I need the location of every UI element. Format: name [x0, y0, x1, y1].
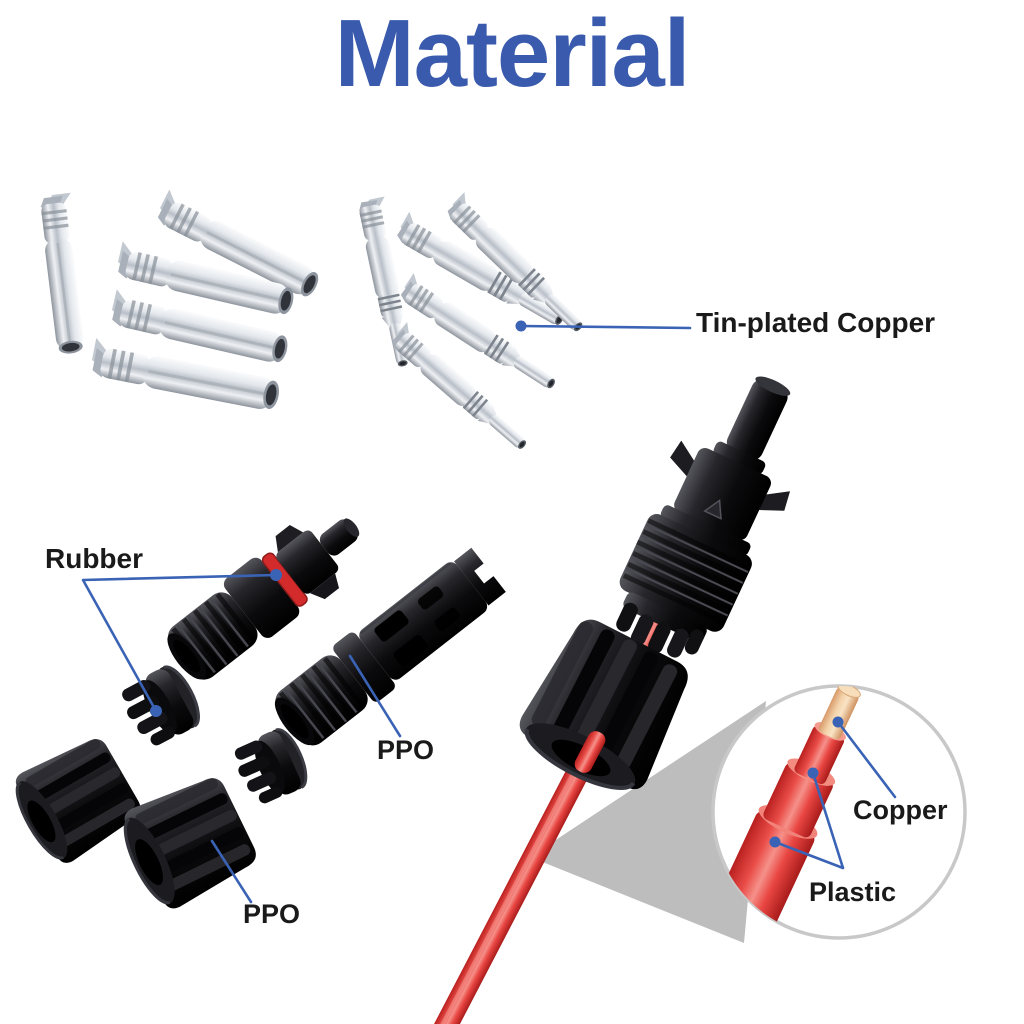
label-copper: Copper [853, 795, 948, 825]
magnifier-cone [530, 701, 766, 943]
metal-pin [38, 192, 91, 356]
page-title: Material [334, 0, 691, 107]
rubber-dot-grommet [150, 705, 162, 717]
plastic-leader [773, 771, 845, 870]
leader-lines [81, 320, 897, 904]
gland-nut [109, 766, 265, 919]
copper-core [818, 687, 859, 740]
label-rubber: Rubber [45, 543, 143, 574]
outer-plastic-insulation [713, 811, 815, 938]
ppo-connector-leader [348, 654, 402, 738]
copper-leader [836, 720, 897, 799]
pins-right [356, 192, 593, 456]
label-ppo-nut: PPO [243, 899, 301, 929]
cable-through-nut [574, 731, 606, 773]
metal-pin [388, 322, 536, 456]
rubber-leader [81, 573, 278, 713]
pins-left [38, 189, 326, 413]
male-connector [167, 518, 360, 680]
label-plastic: Plastic [809, 877, 897, 907]
ppo-nut-leader [210, 839, 253, 904]
label-tin-plated-copper: Tin-plated Copper [696, 307, 936, 338]
magnified-cable [713, 686, 861, 938]
gland-nuts [2, 727, 265, 919]
rubber-dot-ring [270, 569, 282, 581]
gland-nut [2, 727, 150, 874]
tin-plated-copper-leader [519, 324, 692, 330]
female-connector [274, 547, 506, 746]
inner-plastic-insulation [794, 725, 845, 785]
label-ppo-connector: PPO [377, 735, 435, 765]
assembled-connector [616, 376, 791, 658]
